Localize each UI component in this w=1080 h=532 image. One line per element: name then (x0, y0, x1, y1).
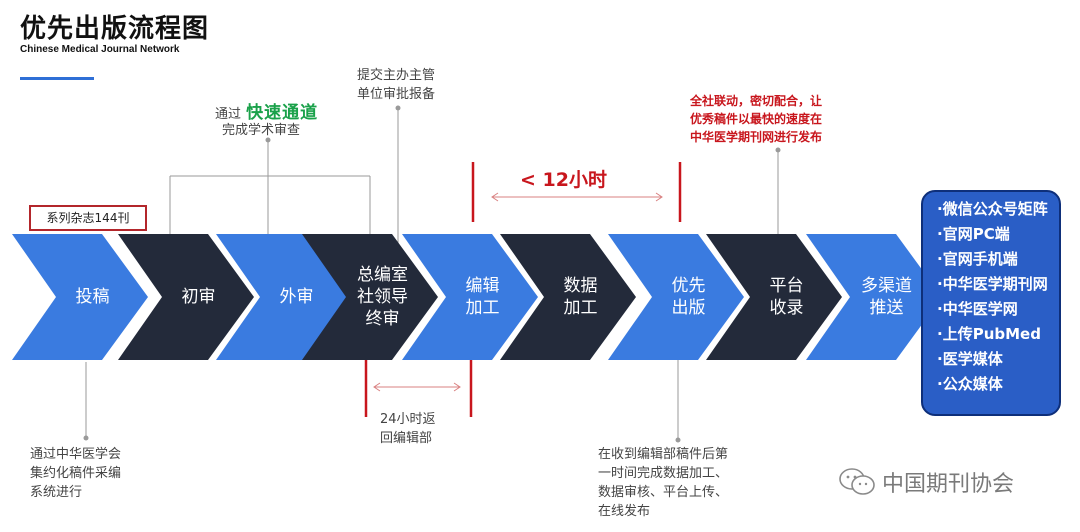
process-step-2 (118, 234, 254, 360)
process-step-9 (806, 234, 942, 360)
process-step-line: 多渠道 (861, 276, 912, 296)
fast-channel-highlight: 快速通道 (246, 103, 319, 123)
process-step-line: 收录 (769, 298, 804, 318)
process-step-6 (500, 234, 636, 360)
watermark: 中国期刊协会 (838, 466, 1014, 498)
process-step-label: 外审 (257, 286, 337, 308)
fast-channel-line2: 完成学术审查 (222, 123, 301, 138)
bottom-right-line1: 在收到编辑部稿件后第 (598, 447, 729, 462)
channel-item: ·上传PubMed (937, 325, 1041, 343)
watermark-text: 中国期刊协会 (882, 472, 1015, 497)
bottom-left-line1: 通过中华医学会 (30, 447, 122, 462)
process-step-line: 社领导 (357, 287, 408, 307)
page-title: 优先出版流程图 (20, 14, 210, 44)
process-step-line: 编辑 (465, 276, 500, 296)
bottom-right-line2: 一时间完成数据加工、 (598, 466, 729, 481)
process-step-label: 编辑加工 (443, 275, 523, 319)
red-note-line1: 全社联动，密切配合，让 (690, 94, 823, 108)
wechat-icon (839, 468, 875, 495)
bottom-left-line3: 系统进行 (30, 485, 83, 500)
channel-item: ·官网手机端 (937, 250, 1018, 268)
process-step-label: 总编室社领导终审 (343, 264, 423, 330)
process-step-line: 投稿 (75, 287, 110, 307)
channel-item: ·医学媒体 (937, 350, 1003, 368)
process-step-5 (402, 234, 538, 360)
process-step-label: 优先出版 (649, 275, 729, 319)
return-note-line1: 24小时返 (380, 412, 436, 427)
return-note-line2: 回编辑部 (380, 431, 433, 446)
bottom-right-line4: 在线发布 (598, 504, 651, 519)
channel-item: ·中华医学期刊网 (937, 275, 1048, 293)
process-step-line: 优先 (671, 276, 706, 296)
bottom-left-line2: 集约化稿件采编 (30, 466, 122, 481)
bottom-left-note: 通过中华医学会 集约化稿件采编 系统进行 (30, 445, 121, 502)
time-label: < 12小时 (520, 169, 607, 191)
submit-note-line2: 单位审批报备 (357, 87, 436, 102)
process-step-line: 推送 (869, 298, 904, 318)
process-step-line: 加工 (563, 298, 598, 318)
process-step-label: 投稿 (53, 286, 133, 308)
process-step-1 (12, 234, 148, 360)
red-note-line2: 优秀稿件以最快的速度在 (690, 112, 823, 126)
channel-item: ·微信公众号矩阵 (937, 200, 1048, 218)
process-step-line: 外审 (279, 287, 314, 307)
process-step-label: 初审 (159, 286, 239, 308)
page-subtitle: Chinese Medical Journal Network (20, 44, 180, 55)
red-note-line3: 中华医学期刊网进行发布 (690, 130, 823, 144)
process-chevrons (12, 234, 942, 360)
bottom-right-line3: 数据审核、平台上传、 (598, 485, 729, 500)
red-note: 全社联动，密切配合，让 优秀稿件以最快的速度在 中华医学期刊网进行发布 (690, 92, 870, 146)
submit-note-line1: 提交主办主管 (357, 68, 436, 83)
fast-channel-prefix: 通过 (215, 107, 242, 122)
process-step-8 (706, 234, 842, 360)
process-step-line: 初审 (181, 287, 216, 307)
channel-item: ·官网PC端 (937, 225, 1010, 243)
process-step-line: 终审 (365, 309, 400, 329)
process-step-label: 数据加工 (541, 275, 621, 319)
journal-count-badge: 系列杂志144刊 (29, 205, 147, 231)
process-step-line: 出版 (671, 298, 706, 318)
channels-panel: ·微信公众号矩阵 ·官网PC端 ·官网手机端 ·中华医学期刊网 ·中华医学网 ·… (921, 190, 1061, 416)
process-step-line: 数据 (563, 276, 598, 296)
process-step-line: 总编室 (357, 265, 408, 285)
channel-item: ·中华医学网 (937, 300, 1018, 318)
process-step-label: 平台收录 (747, 275, 827, 319)
process-step-label: 多渠道推送 (847, 275, 927, 319)
process-step-line: 平台 (769, 276, 804, 296)
process-step-3 (216, 234, 352, 360)
fast-channel-note: 通过 快速通道 (215, 98, 318, 123)
title-underline (20, 77, 94, 80)
bottom-right-note: 在收到编辑部稿件后第 一时间完成数据加工、 数据审核、平台上传、 在线发布 (598, 445, 728, 521)
process-step-line: 加工 (465, 298, 500, 318)
process-step-7 (608, 234, 744, 360)
process-step-4 (302, 234, 438, 360)
channel-item: ·公众媒体 (937, 375, 1003, 393)
